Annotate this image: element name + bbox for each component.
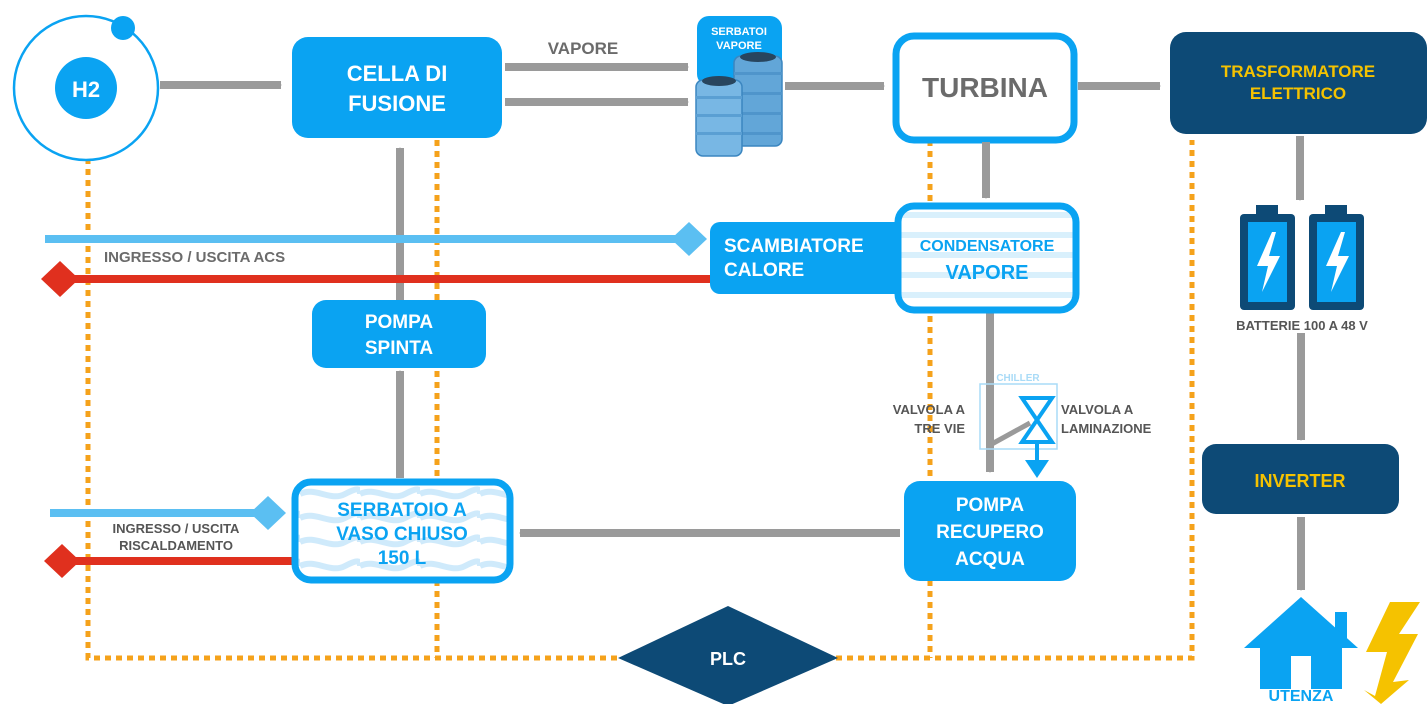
- valvola-laminazione-label-1: VALVOLA A: [1061, 402, 1134, 417]
- scambiatore-label-1: SCAMBIATORE: [724, 236, 864, 257]
- valvola-tre-vie-label-1: VALVOLA A: [893, 402, 966, 417]
- cella-label-1: CELLA DI: [347, 61, 448, 86]
- utenza-node: UTENZA: [1244, 597, 1420, 704]
- battery-icon: [1240, 205, 1295, 310]
- battery-icon: [1309, 205, 1364, 310]
- plc-label: PLC: [710, 649, 746, 669]
- riscaldamento-lines: INGRESSO / USCITA RISCALDAMENTO: [44, 496, 295, 578]
- serbatoi-label-2: VAPORE: [716, 40, 762, 52]
- serbatoio-label-1: SERBATOIO A: [337, 500, 467, 521]
- pompa-spinta-label-2: SPINTA: [365, 338, 434, 359]
- serbatoio-label-2: VASO CHIUSO: [336, 524, 468, 545]
- serbatoio-vaso-node[interactable]: SERBATOIO A VASO CHIUSO 150 L: [291, 478, 514, 584]
- tank-image: [695, 52, 783, 157]
- risc-label-2: RISCALDAMENTO: [119, 538, 233, 553]
- pompa-spinta-node[interactable]: POMPA SPINTA: [312, 300, 486, 368]
- trasformatore-label-2: ELETTRICO: [1250, 84, 1346, 103]
- pompa-recupero-node[interactable]: POMPA RECUPERO ACQUA: [904, 481, 1076, 581]
- turbina-node[interactable]: TURBINA: [892, 32, 1078, 144]
- acs-lines: INGRESSO / USCITA ACS: [41, 222, 712, 297]
- batterie-node: BATTERIE 100 A 48 V: [1236, 205, 1368, 333]
- valve-icon: [1018, 396, 1056, 478]
- valvola-laminazione-label-2: LAMINAZIONE: [1061, 421, 1152, 436]
- cella-fusione-node[interactable]: CELLA DI FUSIONE: [292, 37, 502, 138]
- trasformatore-node[interactable]: TRASFORMATORE ELETTRICO: [1170, 32, 1427, 134]
- inverter-node[interactable]: INVERTER: [1202, 444, 1399, 514]
- serbatoi-label-1: SERBATOI: [711, 26, 767, 38]
- pompa-spinta-label-1: POMPA: [365, 312, 434, 333]
- trasformatore-label-1: TRASFORMATORE: [1221, 62, 1375, 81]
- serbatoi-vapore-node[interactable]: SERBATOI VAPORE: [695, 16, 783, 157]
- vapore-label: VAPORE: [548, 39, 619, 58]
- flow-arrows: [160, 63, 1305, 591]
- acs-label: INGRESSO / USCITA ACS: [104, 249, 285, 266]
- plc-node[interactable]: PLC: [618, 606, 838, 704]
- risc-label-1: INGRESSO / USCITA: [113, 521, 240, 536]
- condensatore-label-1: CONDENSATORE: [920, 238, 1055, 255]
- house-icon: [1244, 597, 1358, 689]
- pompa-recupero-label-3: ACQUA: [955, 549, 1025, 570]
- h2-label: H2: [72, 77, 100, 102]
- utenza-label: UTENZA: [1269, 688, 1334, 704]
- scambiatore-label-2: CALORE: [724, 260, 804, 281]
- cella-label-2: FUSIONE: [348, 91, 446, 116]
- inverter-label: INVERTER: [1254, 471, 1345, 491]
- chiller-label: CHILLER: [996, 373, 1040, 384]
- lightning-icon: [1364, 602, 1420, 704]
- condensatore-label-2: VAPORE: [946, 262, 1029, 284]
- acs-outlet-diamond: [41, 261, 79, 297]
- acs-inlet-diamond: [671, 222, 707, 256]
- pompa-recupero-label-1: POMPA: [956, 495, 1025, 516]
- h2-node[interactable]: H2: [12, 14, 160, 162]
- valvola-tre-vie-label-2: TRE VIE: [914, 421, 965, 436]
- pompa-recupero-label-2: RECUPERO: [936, 522, 1044, 543]
- chiller-group: CHILLER VALVOLA A TRE VIE VALVOLA A LAMI…: [893, 373, 1152, 478]
- scambiatore-condensatore-node[interactable]: SCAMBIATORE CALORE CONDENSATORE VAPORE: [710, 202, 1080, 314]
- batterie-label: BATTERIE 100 A 48 V: [1236, 318, 1368, 333]
- turbina-label: TURBINA: [922, 72, 1048, 103]
- serbatoio-label-3: 150 L: [378, 548, 427, 569]
- risc-outlet-diamond: [44, 544, 80, 578]
- risc-inlet-diamond: [250, 496, 286, 530]
